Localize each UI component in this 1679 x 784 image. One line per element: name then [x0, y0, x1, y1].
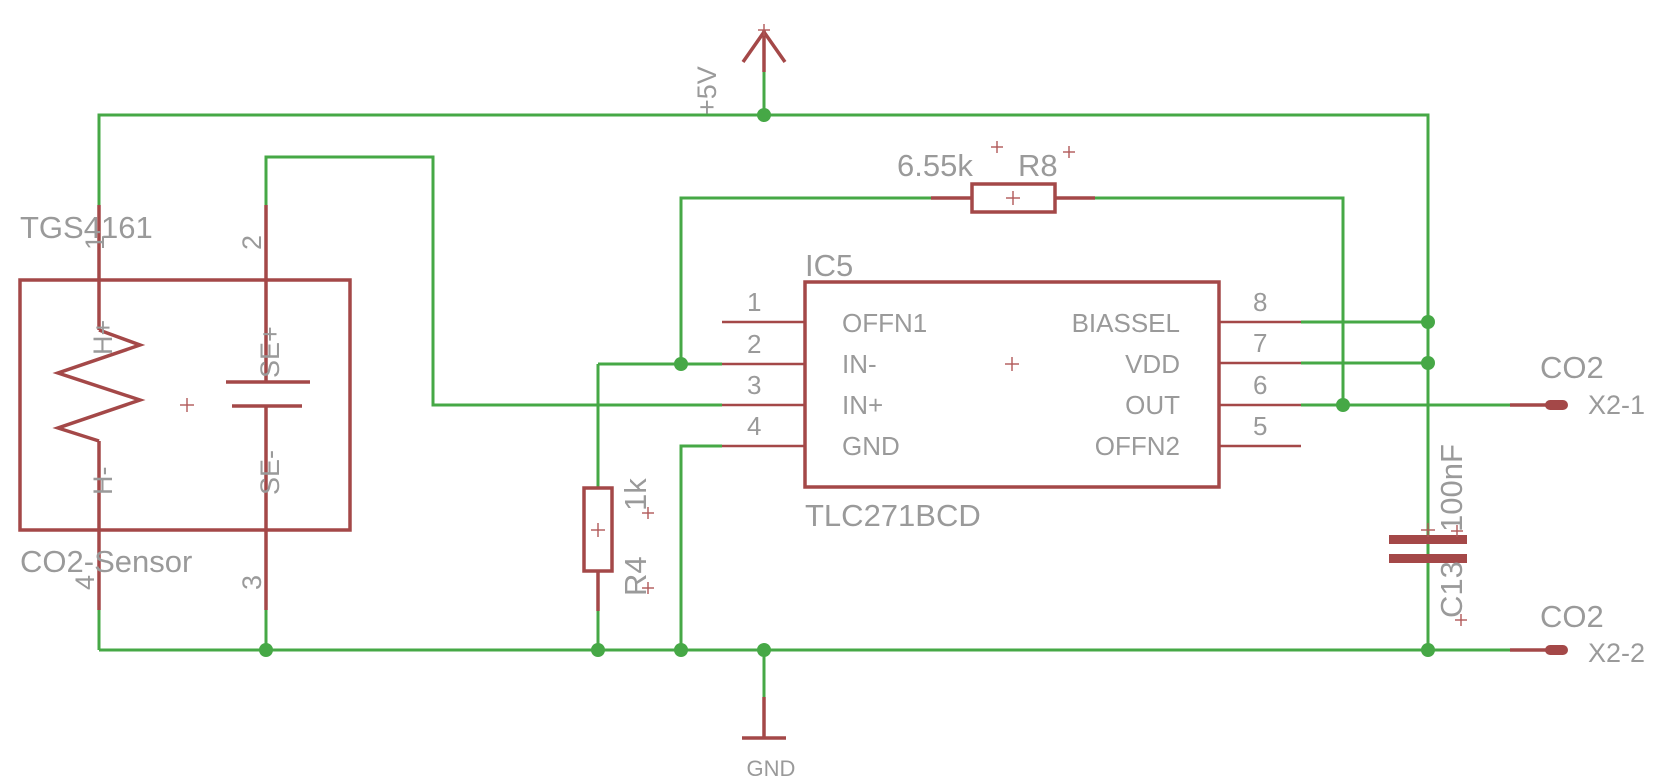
junction-dot	[757, 108, 771, 122]
resistor-r8: 6.55k R8	[897, 141, 1095, 214]
capacitor-c13: 100nF C13	[1389, 444, 1469, 626]
junction-dot	[1421, 643, 1435, 657]
r8-value-label: 6.55k	[897, 148, 973, 183]
junctions	[259, 108, 1435, 657]
sensor-name-label: CO2-Sensor	[20, 544, 192, 579]
ic-pin-vdd: VDD	[1125, 349, 1180, 379]
ic-ref-label: IC5	[805, 248, 853, 283]
junction-dot	[757, 643, 771, 657]
ic-pin-3-num: 3	[747, 370, 761, 400]
gnd-symbol: GND	[742, 697, 795, 781]
connector-x2-2: CO2 X2-2	[1510, 599, 1645, 668]
r8-ref-label: R8	[1018, 148, 1058, 183]
heater-plus-label: H+	[88, 320, 118, 355]
co2-sensor: TGS4161 CO2-Sensor 1 2 3 4 H+ H- SE+ SE-	[18, 205, 352, 610]
junction-dot	[1421, 356, 1435, 370]
junction-dot	[1421, 315, 1435, 329]
x2-1-pin-label: X2-1	[1588, 390, 1645, 420]
ic-pin-4-num: 4	[747, 411, 761, 441]
r4-value-label: 1k	[618, 478, 653, 511]
ic-pin-offn1: OFFN1	[842, 308, 927, 338]
sensor-body	[18, 278, 352, 532]
sense-plus-label: SE+	[255, 326, 285, 378]
ic-pin-1-num: 1	[747, 287, 761, 317]
x2-2-pin-label: X2-2	[1588, 638, 1645, 668]
gnd-label: GND	[747, 756, 796, 781]
ic-pin-6-num: 6	[1253, 370, 1267, 400]
ic-pin-gnd: GND	[842, 431, 900, 461]
r4-ref-label: R4	[618, 556, 653, 596]
resistor-r4: R4 1k	[582, 478, 654, 611]
ic-pin-in-plus: IN+	[842, 390, 883, 420]
ic-body	[803, 280, 1221, 489]
wire-ic-gnd	[679, 444, 722, 650]
heater-element	[52, 328, 146, 443]
junction-dot	[1336, 398, 1350, 412]
c13-ref-label: C13	[1434, 561, 1469, 618]
ic-pin-in-minus: IN-	[842, 349, 877, 379]
sense-minus-label: SE-	[255, 450, 285, 495]
wire-feedback-right	[1095, 196, 1345, 405]
x2-1-net-label: CO2	[1540, 350, 1604, 385]
junction-dot	[674, 643, 688, 657]
ic-pin-7-num: 7	[1253, 328, 1267, 358]
vcc-supply-symbol: +5V	[692, 24, 787, 115]
ic-value-label: TLC271BCD	[805, 498, 981, 533]
wire-sense-in-plus	[264, 155, 722, 407]
junction-dot	[591, 643, 605, 657]
vcc-label: +5V	[692, 66, 722, 115]
sensor-pin-1: 1	[80, 235, 110, 250]
cap-plate-right	[1389, 554, 1467, 563]
ic-pin-out: OUT	[1125, 390, 1180, 420]
wire-feedback-left	[679, 196, 931, 364]
x2-2-net-label: CO2	[1540, 599, 1604, 634]
junction-dot	[674, 357, 688, 371]
sensor-pin-4: 4	[70, 575, 100, 590]
c13-value-label: 100nF	[1434, 444, 1469, 532]
heater-minus-label: H-	[88, 467, 118, 496]
ic-pin-8-num: 8	[1253, 287, 1267, 317]
cap-plate-left	[1389, 535, 1467, 544]
ic-pin-5-num: 5	[1253, 411, 1267, 441]
sensor-pin-2: 2	[237, 235, 267, 250]
ic-pin-offn2: OFFN2	[1095, 431, 1180, 461]
junction-dot	[259, 643, 273, 657]
ic-pin-2-num: 2	[747, 329, 761, 359]
ic5: IC5 TLC271BCD 1 2 3 4 OFFN1 IN- IN+ GND …	[722, 248, 1301, 533]
connector-x2-1: CO2 X2-1	[1510, 350, 1645, 420]
sensor-pin-3: 3	[237, 575, 267, 590]
ic-pin-biassel: BIASSEL	[1072, 308, 1180, 338]
sensor-part-label: TGS4161	[20, 210, 153, 245]
